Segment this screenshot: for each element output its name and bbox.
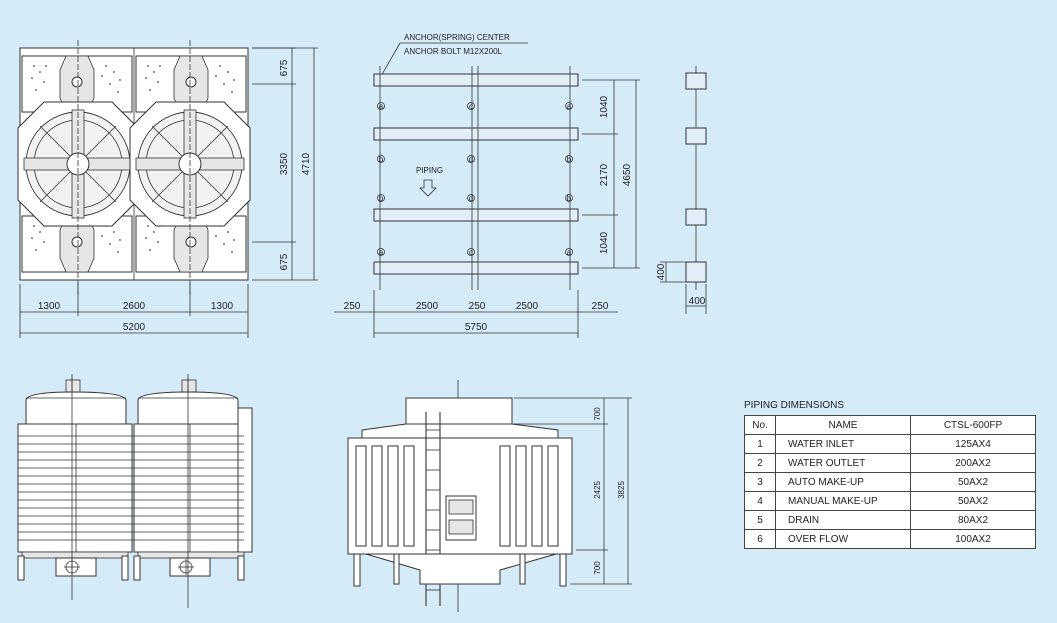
cell-dim: 50AX2	[910, 472, 1036, 492]
detail-dim-h: 400	[689, 296, 706, 307]
side-dim-top: 700	[593, 407, 602, 421]
anchor-dim-h-span-1: 2500	[416, 301, 439, 312]
detail-dim-v: 400	[656, 263, 667, 280]
cell-dim: 100AX2	[910, 529, 1036, 549]
front-elevation	[17, 374, 253, 608]
cell-no: 3	[744, 472, 776, 492]
piping-table: No. NAME CTSL-600FP 1 WATER INLET 125AX4…	[744, 415, 1036, 549]
side-dim-total: 3825	[617, 481, 626, 499]
cell-dim: 80AX2	[910, 510, 1036, 530]
anchor-dim-v-c: 1040	[599, 231, 610, 254]
cell-name: WATER OUTLET	[775, 453, 911, 473]
col-header-name: NAME	[775, 415, 911, 435]
piping-title: PIPING DIMENSIONS	[744, 400, 845, 411]
mark-a4: a	[567, 248, 572, 257]
plan-dim-h-right: 1300	[211, 301, 234, 312]
anchor-detail: 400 400	[656, 66, 707, 314]
piping-dimensions: PIPING DIMENSIONS No. NAME CTSL-600FP 1 …	[744, 400, 1036, 549]
cell-no: 5	[744, 510, 776, 530]
anchor-plan: ANCHOR(SPRING) CENTER ANCHOR BOLT M12X20…	[334, 33, 640, 338]
mark-d1: d	[469, 155, 473, 164]
cell-no: 4	[744, 491, 776, 511]
plan-dim-h-left: 1300	[38, 301, 61, 312]
plan-view: 675 3350 675 4710 1300 2600 1300 5200	[17, 40, 318, 338]
plan-dim-v-total: 4710	[301, 152, 312, 175]
side-dim-mid: 2425	[593, 481, 602, 499]
anchor-dim-v-a: 1040	[599, 95, 610, 118]
plan-dim-v-bot: 675	[279, 253, 290, 270]
table-row: 1 WATER INLET 125AX4	[744, 434, 1036, 454]
anchor-dim-v-b: 2170	[599, 163, 610, 186]
table-row: 6 OVER FLOW 100AX2	[744, 529, 1036, 549]
anchor-dim-h-total: 5750	[465, 322, 488, 333]
mark-b1: b	[379, 155, 384, 164]
table-row: 5 DRAIN 80AX2	[744, 510, 1036, 530]
mark-b3: b	[379, 194, 384, 203]
side-louvers	[355, 445, 559, 547]
mark-c1: c	[469, 102, 473, 111]
cell-name: MANUAL MAKE-UP	[775, 491, 911, 511]
anchor-dim-h-side-right: 250	[592, 301, 609, 312]
mark-a3: a	[379, 248, 384, 257]
anchor-bolt-label: ANCHOR BOLT M12X200L	[404, 47, 503, 56]
mark-a2: a	[567, 102, 572, 111]
side-dim-bot: 700	[593, 561, 602, 575]
mark-d2: d	[469, 194, 473, 203]
piping-label: PIPING	[416, 166, 443, 175]
plan-dim-v-mid: 3350	[279, 152, 290, 175]
cell-name: DRAIN	[775, 510, 911, 530]
anchor-dim-h-span-2: 2500	[516, 301, 539, 312]
mark-b4: b	[567, 194, 572, 203]
col-header-model: CTSL-600FP	[910, 415, 1036, 435]
anchor-center-label: ANCHOR(SPRING) CENTER	[404, 33, 510, 42]
table-row: 3 AUTO MAKE-UP 50AX2	[744, 472, 1036, 492]
mark-b2: b	[567, 155, 572, 164]
plan-dim-v-top: 675	[279, 59, 290, 76]
plan-dim-h-total: 5200	[123, 322, 146, 333]
table-row: 4 MANUAL MAKE-UP 50AX2	[744, 491, 1036, 511]
cell-name: AUTO MAKE-UP	[775, 472, 911, 492]
cell-no: 6	[744, 529, 776, 549]
piping-arrow-icon	[419, 179, 437, 197]
mark-c2: c	[469, 248, 473, 257]
plan-dim-h-mid: 2600	[123, 301, 146, 312]
mark-a1: a	[379, 102, 384, 111]
cell-no: 2	[744, 453, 776, 473]
front-louvers	[18, 424, 244, 552]
table-row: 2 WATER OUTLET 200AX2	[744, 453, 1036, 473]
anchor-dim-v-total: 4650	[622, 163, 633, 186]
cell-no: 1	[744, 434, 776, 454]
table-header-row: No. NAME CTSL-600FP	[744, 415, 1036, 435]
cell-name: OVER FLOW	[775, 529, 911, 549]
cell-dim: 125AX4	[910, 434, 1036, 454]
side-elevation: 700 2425 700 3825	[347, 380, 632, 612]
cell-name: WATER INLET	[775, 434, 911, 454]
anchor-markers: a c a b d b b d b a c a	[377, 102, 573, 257]
cell-dim: 200AX2	[910, 453, 1036, 473]
col-header-no: No.	[744, 415, 776, 435]
anchor-dim-h-center: 250	[469, 301, 486, 312]
anchor-dim-h-side-left: 250	[344, 301, 361, 312]
cell-dim: 50AX2	[910, 491, 1036, 511]
